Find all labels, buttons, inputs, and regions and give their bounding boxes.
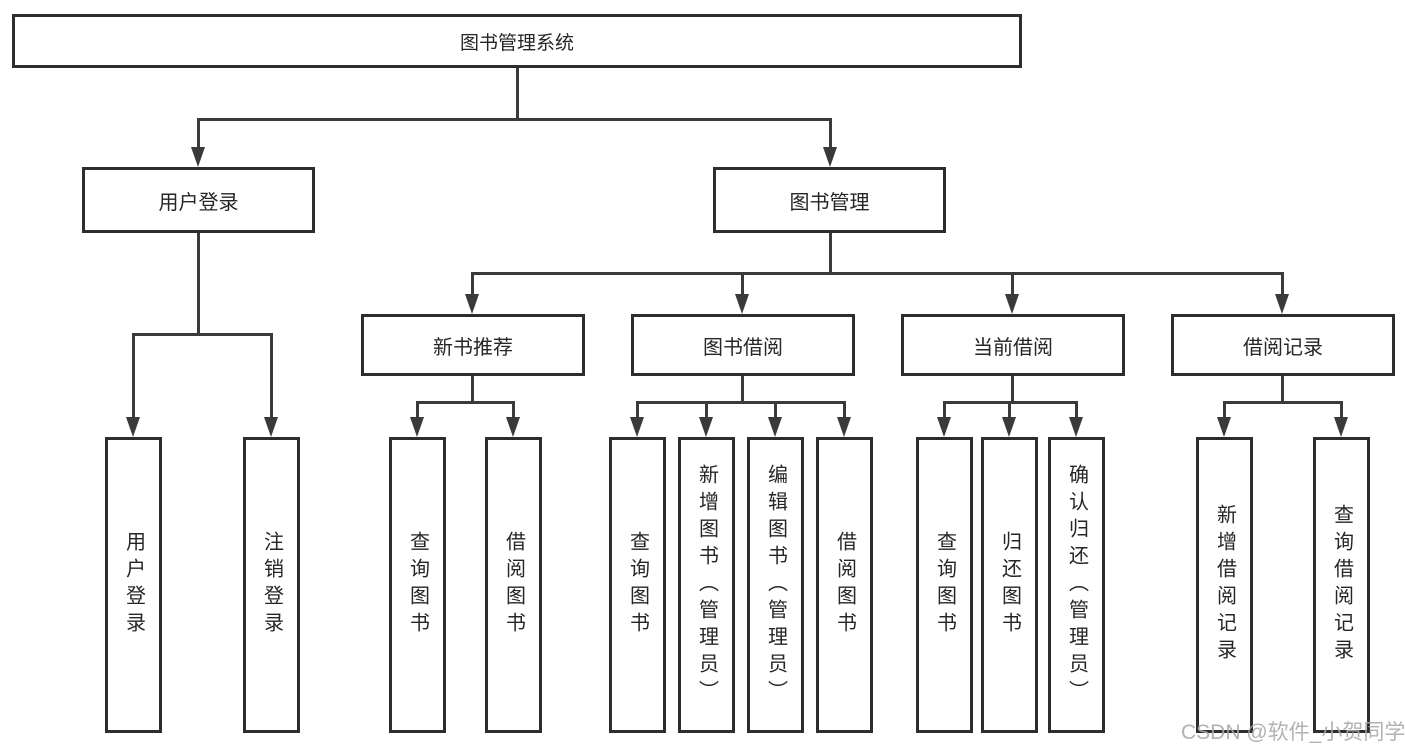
leaf-query-books-current: 查询图书 <box>916 437 973 733</box>
arrowhead-icon <box>768 417 782 437</box>
leaf-confirm-return-admin: 确认归还（管理员） <box>1048 437 1105 733</box>
connector-line <box>636 401 846 404</box>
connector-line <box>1340 401 1343 420</box>
connector-line <box>132 333 273 336</box>
connector-line <box>1223 401 1343 404</box>
connector-line <box>741 272 744 298</box>
leaf-query-books-borrowing: 查询图书 <box>609 437 666 733</box>
connector-line <box>1008 401 1011 420</box>
leaf-edit-books-admin: 编辑图书（管理员） <box>747 437 804 733</box>
connector-line <box>197 118 832 121</box>
arrowhead-icon <box>1334 417 1348 437</box>
arrowhead-icon <box>699 417 713 437</box>
arrowhead-icon <box>1005 294 1019 314</box>
connector-line <box>471 272 474 298</box>
connector-line <box>471 272 1284 275</box>
connector-line <box>1281 376 1284 404</box>
connector-line <box>1011 272 1014 298</box>
connector-line <box>270 333 273 420</box>
connector-line <box>741 376 744 404</box>
arrowhead-icon <box>1002 417 1016 437</box>
node-current-borrowing: 当前借阅 <box>901 314 1125 376</box>
connector-line <box>516 68 519 121</box>
node-user-login: 用户登录 <box>82 167 315 233</box>
node-book-borrowing: 图书借阅 <box>631 314 855 376</box>
arrowhead-icon <box>837 417 851 437</box>
connector-line <box>829 118 832 150</box>
connector-line <box>512 401 515 420</box>
leaf-return-books: 归还图书 <box>981 437 1038 733</box>
leaf-borrow-books: 借阅图书 <box>816 437 873 733</box>
arrowhead-icon <box>264 417 278 437</box>
arrowhead-icon <box>1217 417 1231 437</box>
arrowhead-icon <box>630 417 644 437</box>
connector-line <box>1075 401 1078 420</box>
node-book-management: 图书管理 <box>713 167 946 233</box>
connector-line <box>943 401 946 420</box>
arrowhead-icon <box>823 147 837 167</box>
arrowhead-icon <box>126 417 140 437</box>
connector-line <box>1281 272 1284 298</box>
node-borrowing-records: 借阅记录 <box>1171 314 1395 376</box>
leaf-query-borrow-record: 查询借阅记录 <box>1313 437 1370 733</box>
connector-line <box>132 333 135 420</box>
leaf-user-login: 用户登录 <box>105 437 162 733</box>
connector-line <box>471 376 474 404</box>
leaf-add-borrow-record: 新增借阅记录 <box>1196 437 1253 733</box>
arrowhead-icon <box>1069 417 1083 437</box>
connector-line <box>843 401 846 420</box>
arrowhead-icon <box>410 417 424 437</box>
connector-line <box>636 401 639 420</box>
connector-line <box>197 118 200 150</box>
node-new-book-recommend: 新书推荐 <box>361 314 585 376</box>
csdn-watermark: CSDN @软件_小贺同学 <box>1181 721 1405 744</box>
arrowhead-icon <box>1275 294 1289 314</box>
connector-line <box>416 401 515 404</box>
connector-line <box>774 401 777 420</box>
arrowhead-icon <box>465 294 479 314</box>
leaf-borrow-books-recommend: 借阅图书 <box>485 437 542 733</box>
leaf-logout: 注销登录 <box>243 437 300 733</box>
leaf-query-books-recommend: 查询图书 <box>389 437 446 733</box>
leaf-add-books-admin: 新增图书（管理员） <box>678 437 735 733</box>
connector-line <box>197 233 200 336</box>
connector-line <box>1223 401 1226 420</box>
arrowhead-icon <box>191 147 205 167</box>
connector-line <box>1011 376 1014 404</box>
connector-line <box>829 233 832 275</box>
node-library-system: 图书管理系统 <box>12 14 1022 68</box>
arrowhead-icon <box>506 417 520 437</box>
connector-line <box>705 401 708 420</box>
arrowhead-icon <box>937 417 951 437</box>
connector-line <box>416 401 419 420</box>
arrowhead-icon <box>735 294 749 314</box>
